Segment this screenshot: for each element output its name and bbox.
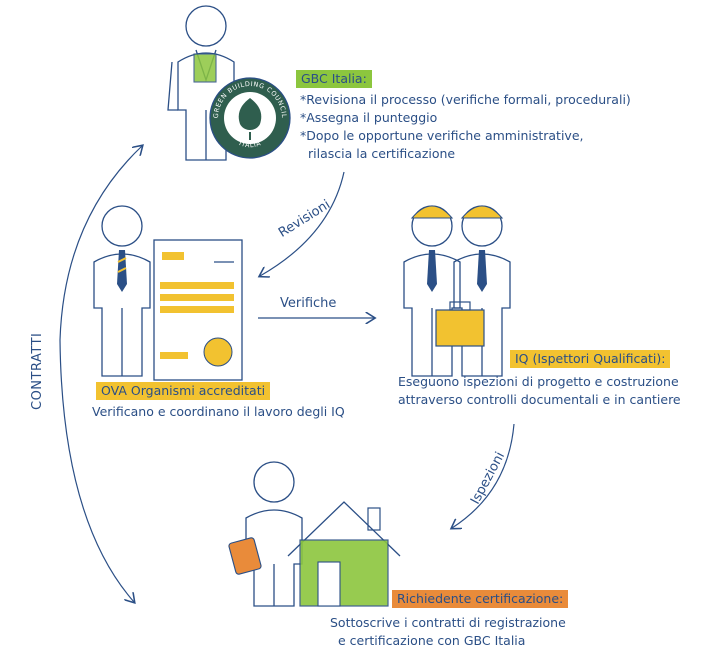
gbc-line-2: *Assegna il punteggio xyxy=(300,110,438,125)
house-icon xyxy=(287,501,401,607)
ova-person-figure xyxy=(93,205,151,377)
richiedente-person-figure xyxy=(245,461,303,607)
iq-block: IQ (Ispettori Qualificati): xyxy=(510,350,671,368)
iq-line-1: Eseguono ispezioni di progetto e costruz… xyxy=(398,374,679,389)
iq-line-2: attraverso controlli documentali e in ca… xyxy=(398,392,681,407)
hard-hat-icon xyxy=(410,205,504,219)
gbc-line-3: *Dopo le opportune verifiche amministrat… xyxy=(300,128,584,143)
briefcase-icon xyxy=(435,301,485,347)
gbc-seal-icon: GREEN BUILDING COUNCIL ITALIA xyxy=(209,77,291,159)
ova-block: OVA Organismi accreditati xyxy=(96,382,271,400)
ova-title: OVA Organismi accreditati xyxy=(96,382,271,400)
richiedente-line-2: e certificazione con GBC Italia xyxy=(338,633,526,648)
iq-title: IQ (Ispettori Qualificati): xyxy=(510,350,671,368)
arrow-ispezioni xyxy=(452,423,515,528)
richiedente-line-1: Sottoscrive i contratti di registrazione xyxy=(330,615,566,630)
richiedente-title: Richiedente certificazione: xyxy=(392,590,569,608)
label-verifiche: Verifiche xyxy=(280,296,337,311)
arrow-revisioni xyxy=(260,171,345,276)
gbc-block: GBC Italia: xyxy=(296,70,372,88)
richiedente-block: Richiedente certificazione: xyxy=(392,590,569,608)
label-contratti: CONTRATTI xyxy=(30,332,45,410)
arrow-contratti-up xyxy=(59,146,142,341)
certificate-document xyxy=(153,239,243,381)
tie-icon xyxy=(117,250,127,292)
ova-desc: Verificano e coordinano il lavoro degli … xyxy=(92,404,345,419)
gbc-line-1: *Revisiona il processo (verifiche formal… xyxy=(300,92,631,107)
document-icon xyxy=(193,53,217,83)
tie-icon xyxy=(427,250,487,292)
gbc-line-4: rilascia la certificazione xyxy=(308,146,456,161)
svg-text:ITALIA: ITALIA xyxy=(238,139,262,149)
gbc-title: GBC Italia: xyxy=(296,70,372,88)
tablet-icon xyxy=(228,537,262,575)
arrow-contratti-down xyxy=(59,339,134,602)
